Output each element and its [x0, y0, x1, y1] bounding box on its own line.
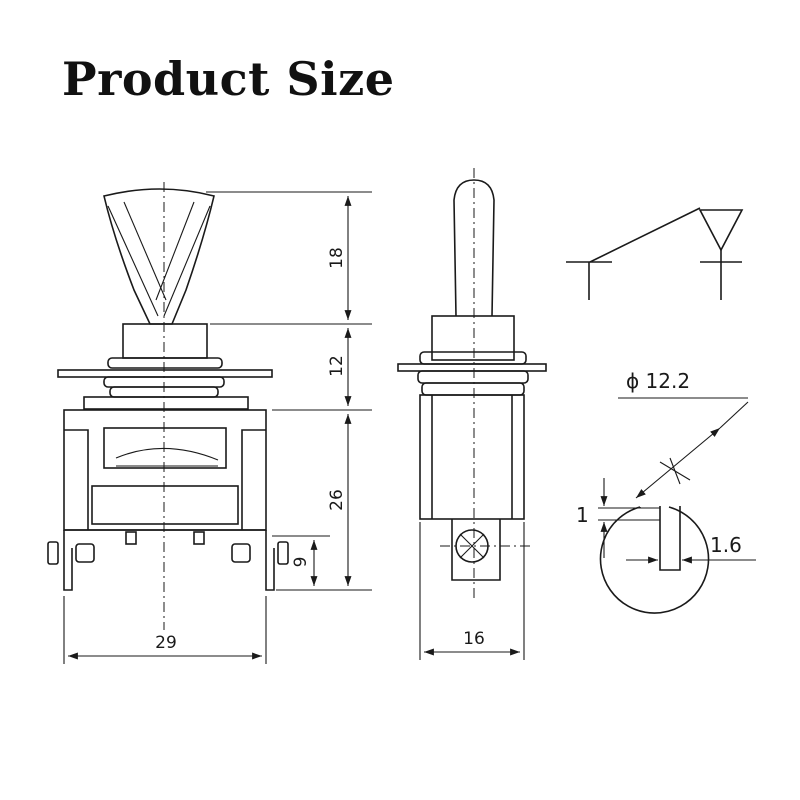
- dim-terminal-height: 9: [291, 557, 311, 568]
- switch-symbol: [566, 207, 744, 300]
- dim-lever-height: 18: [327, 247, 347, 269]
- dim-bushing-height: 12: [327, 355, 347, 377]
- dim-side-width: 16: [463, 629, 485, 649]
- dim-hole-diameter: ϕ 12.2: [626, 369, 690, 393]
- dim-body-width: 29: [155, 633, 177, 653]
- side-view: 16: [397, 168, 547, 660]
- dim-key-width: 1.6: [710, 533, 742, 557]
- front-terminals: [47, 530, 289, 591]
- front-view: 18 12 26 9 29: [47, 182, 372, 664]
- front-body: [63, 409, 267, 545]
- side-lever: [453, 179, 495, 317]
- dim-key-offset: 1: [576, 503, 589, 527]
- side-body: [419, 394, 525, 520]
- front-bushing: [57, 323, 273, 410]
- dim-body-height: 26: [327, 489, 347, 511]
- front-lever: [103, 188, 215, 325]
- panel-cutout: ϕ 12.2 1 1.6: [576, 369, 756, 614]
- page-title: Product Size: [62, 52, 395, 106]
